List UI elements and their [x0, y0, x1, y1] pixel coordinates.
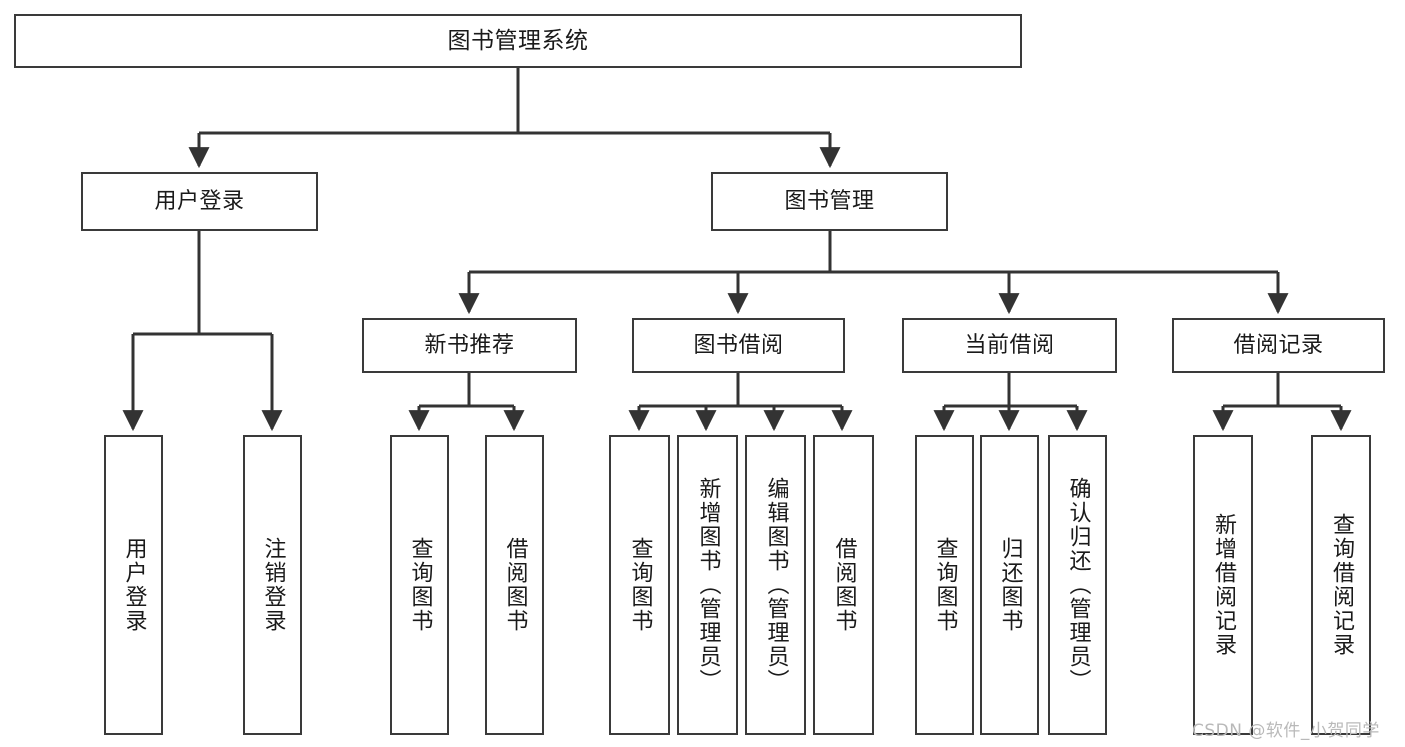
node-borrow-record[interactable]: 借阅记录 — [1172, 318, 1385, 373]
node-book-management[interactable]: 图书管理 — [711, 172, 948, 231]
node-label: 注销登录 — [260, 537, 286, 633]
node-label: 确认归还（管理员） — [1065, 477, 1091, 693]
node-label: 新书推荐 — [424, 332, 515, 358]
node-leaf-user-login-logout[interactable]: 注销登录 — [243, 435, 302, 735]
node-label: 新增借阅记录 — [1210, 513, 1236, 657]
node-leaf-bookborrow-borrow-book[interactable]: 借阅图书 — [813, 435, 874, 735]
node-label: 当前借阅 — [964, 332, 1055, 358]
node-label: 查询图书 — [407, 537, 433, 633]
node-label: 查询借阅记录 — [1328, 513, 1354, 657]
node-leaf-bookborrow-edit-book[interactable]: 编辑图书（管理员） — [745, 435, 806, 735]
node-label: 图书借阅 — [693, 332, 784, 358]
node-label: 新增图书（管理员） — [695, 477, 721, 693]
node-leaf-currentborrow-confirm-return[interactable]: 确认归还（管理员） — [1048, 435, 1107, 735]
node-label: 图书管理 — [784, 188, 875, 214]
node-leaf-currentborrow-return-book[interactable]: 归还图书 — [980, 435, 1039, 735]
node-label: 借阅图书 — [502, 537, 528, 633]
node-book-borrow[interactable]: 图书借阅 — [632, 318, 845, 373]
node-label: 用户登录 — [121, 537, 147, 633]
node-leaf-bookborrow-add-book[interactable]: 新增图书（管理员） — [677, 435, 738, 735]
node-leaf-newbook-borrow-book[interactable]: 借阅图书 — [485, 435, 544, 735]
node-current-borrow[interactable]: 当前借阅 — [902, 318, 1117, 373]
node-new-book-recommend[interactable]: 新书推荐 — [362, 318, 577, 373]
node-label: 图书管理系统 — [447, 27, 589, 54]
node-leaf-user-login-login[interactable]: 用户登录 — [104, 435, 163, 735]
node-label: 借阅图书 — [831, 537, 857, 633]
node-label: 归还图书 — [997, 537, 1023, 633]
node-label: 查询图书 — [932, 537, 958, 633]
node-leaf-newbook-query-book[interactable]: 查询图书 — [390, 435, 449, 735]
node-user-login[interactable]: 用户登录 — [81, 172, 318, 231]
node-leaf-currentborrow-query-book[interactable]: 查询图书 — [915, 435, 974, 735]
node-label: 查询图书 — [627, 537, 653, 633]
node-label: 编辑图书（管理员） — [763, 477, 789, 693]
node-leaf-borrowrecord-query-record[interactable]: 查询借阅记录 — [1311, 435, 1371, 735]
node-label: 借阅记录 — [1233, 332, 1324, 358]
node-root-book-management-system[interactable]: 图书管理系统 — [14, 14, 1022, 68]
csdn-watermark: CSDN @软件_小贺同学 — [1192, 721, 1380, 741]
node-label: 用户登录 — [154, 188, 245, 214]
node-leaf-bookborrow-query-book[interactable]: 查询图书 — [609, 435, 670, 735]
node-leaf-borrowrecord-add-record[interactable]: 新增借阅记录 — [1193, 435, 1253, 735]
